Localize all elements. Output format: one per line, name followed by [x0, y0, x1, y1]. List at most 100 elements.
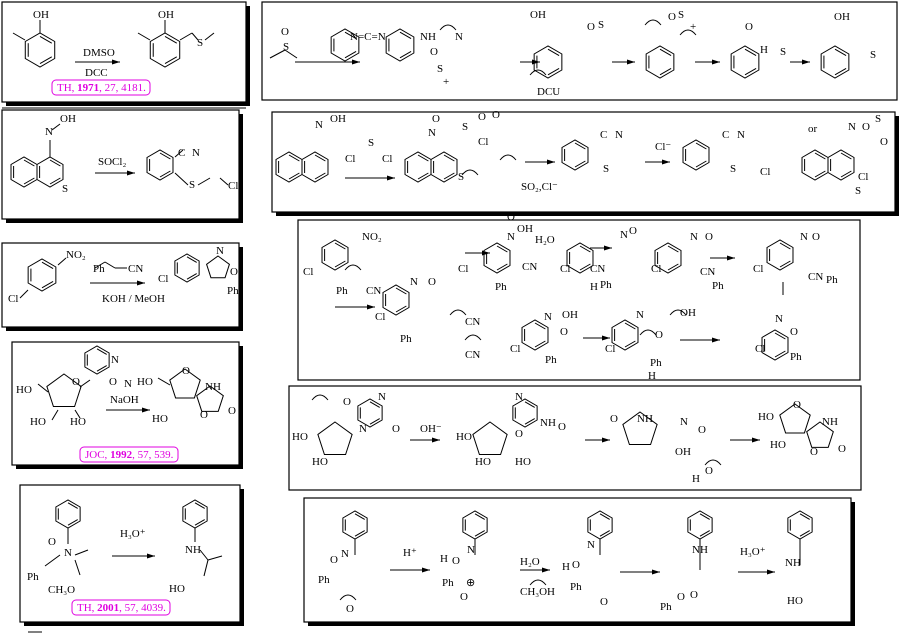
atom-label: Cl: [560, 263, 570, 275]
atom-label: O: [392, 423, 400, 435]
atom-label: +: [443, 76, 449, 88]
bond: [840, 170, 852, 178]
atom-label: OH: [680, 307, 696, 319]
atom-label: O: [109, 376, 117, 388]
atom-label: Cl: [375, 311, 385, 323]
atom-label: NH: [692, 544, 708, 556]
atom-label: N: [216, 245, 224, 257]
atom-label: O: [228, 405, 236, 417]
bond: [744, 48, 757, 57]
atom-label: HO: [312, 456, 328, 468]
atom-label: H: [562, 561, 570, 573]
ring: [430, 151, 458, 183]
bond: [67, 502, 78, 509]
ring: [533, 45, 563, 79]
citation-frame: [51, 79, 151, 96]
atom-label: N: [467, 544, 475, 556]
atom-label: N: [615, 129, 623, 141]
atom-label: N: [124, 378, 132, 390]
atom-label: OH: [33, 9, 49, 21]
atom-label: Ph: [600, 279, 612, 291]
bond: [199, 549, 209, 561]
atom-label: O: [810, 446, 818, 458]
atom-label: Cl: [753, 263, 763, 275]
atom-label: Cl: [478, 136, 488, 148]
atom-label: O: [812, 231, 820, 243]
bond: [395, 287, 407, 295]
curved-arrow: [499, 154, 517, 161]
curved-arrow: [461, 169, 479, 176]
atom-label: H₂O: [520, 556, 540, 568]
atom-label: O: [182, 365, 190, 377]
box-frame: [1, 242, 240, 328]
atom-label: S: [730, 163, 736, 175]
bond: [579, 263, 591, 271]
ring: [46, 373, 82, 408]
atom-label: S: [780, 46, 786, 58]
curved-arrow: [669, 309, 687, 316]
atom-label: O: [560, 326, 568, 338]
curved-arrow: [439, 24, 457, 31]
atom-label: O: [230, 266, 238, 278]
ring: [169, 368, 201, 399]
atom-label: N: [455, 31, 463, 43]
bond: [779, 242, 791, 250]
atom-label: Cl: [303, 266, 313, 278]
ring: [827, 149, 855, 181]
bond: [774, 350, 786, 358]
bond: [417, 154, 429, 162]
bond: [369, 401, 380, 408]
atom-label: O: [790, 326, 798, 338]
atom-label: N: [848, 121, 856, 133]
atom-label: NH: [205, 381, 221, 393]
atom-label: Ph: [336, 285, 348, 297]
atom-label: S: [283, 41, 289, 53]
arrowhead: [542, 567, 550, 573]
arrowhead: [127, 170, 135, 176]
atom-label: HO: [515, 456, 531, 468]
bond: [159, 170, 171, 178]
atom-label: NH: [540, 417, 556, 429]
atom-label: Cl: [8, 293, 18, 305]
atom-label: Cl: [382, 153, 392, 165]
atom-label: N: [800, 231, 808, 243]
atom-label: Cl: [228, 180, 238, 192]
bond: [207, 555, 223, 561]
atom-label: H: [692, 473, 700, 485]
atom-label: ⊕: [466, 577, 475, 589]
atom-label: S: [875, 113, 881, 125]
atom-label: CH₃OH: [520, 586, 555, 598]
bond: [369, 418, 380, 425]
atom-label: Cl: [510, 343, 520, 355]
ring: [385, 28, 415, 62]
bond: [23, 159, 35, 167]
atom-label: H₃O⁺: [740, 546, 766, 558]
atom-label: HO: [758, 411, 774, 423]
ring: [766, 239, 794, 271]
arrowhead: [802, 59, 810, 65]
bond: [12, 32, 26, 41]
atom-label: O: [600, 596, 608, 608]
bond: [695, 160, 707, 168]
ring: [174, 253, 200, 283]
atom-label: O: [668, 11, 676, 23]
atom-label: Ph: [826, 274, 838, 286]
atom-label: Cl: [760, 166, 770, 178]
bond: [496, 263, 508, 271]
atom-label: DCU: [537, 86, 560, 98]
bond: [191, 32, 199, 41]
bond: [23, 177, 35, 185]
ring: [512, 398, 538, 428]
atom-label: O: [745, 21, 753, 33]
atom-label: O: [515, 428, 523, 440]
atom-label: O: [880, 136, 888, 148]
atom-label: HO: [456, 431, 472, 443]
atom-label: CN: [590, 263, 605, 275]
atom-label: Ph: [93, 263, 105, 275]
bond: [344, 31, 357, 40]
